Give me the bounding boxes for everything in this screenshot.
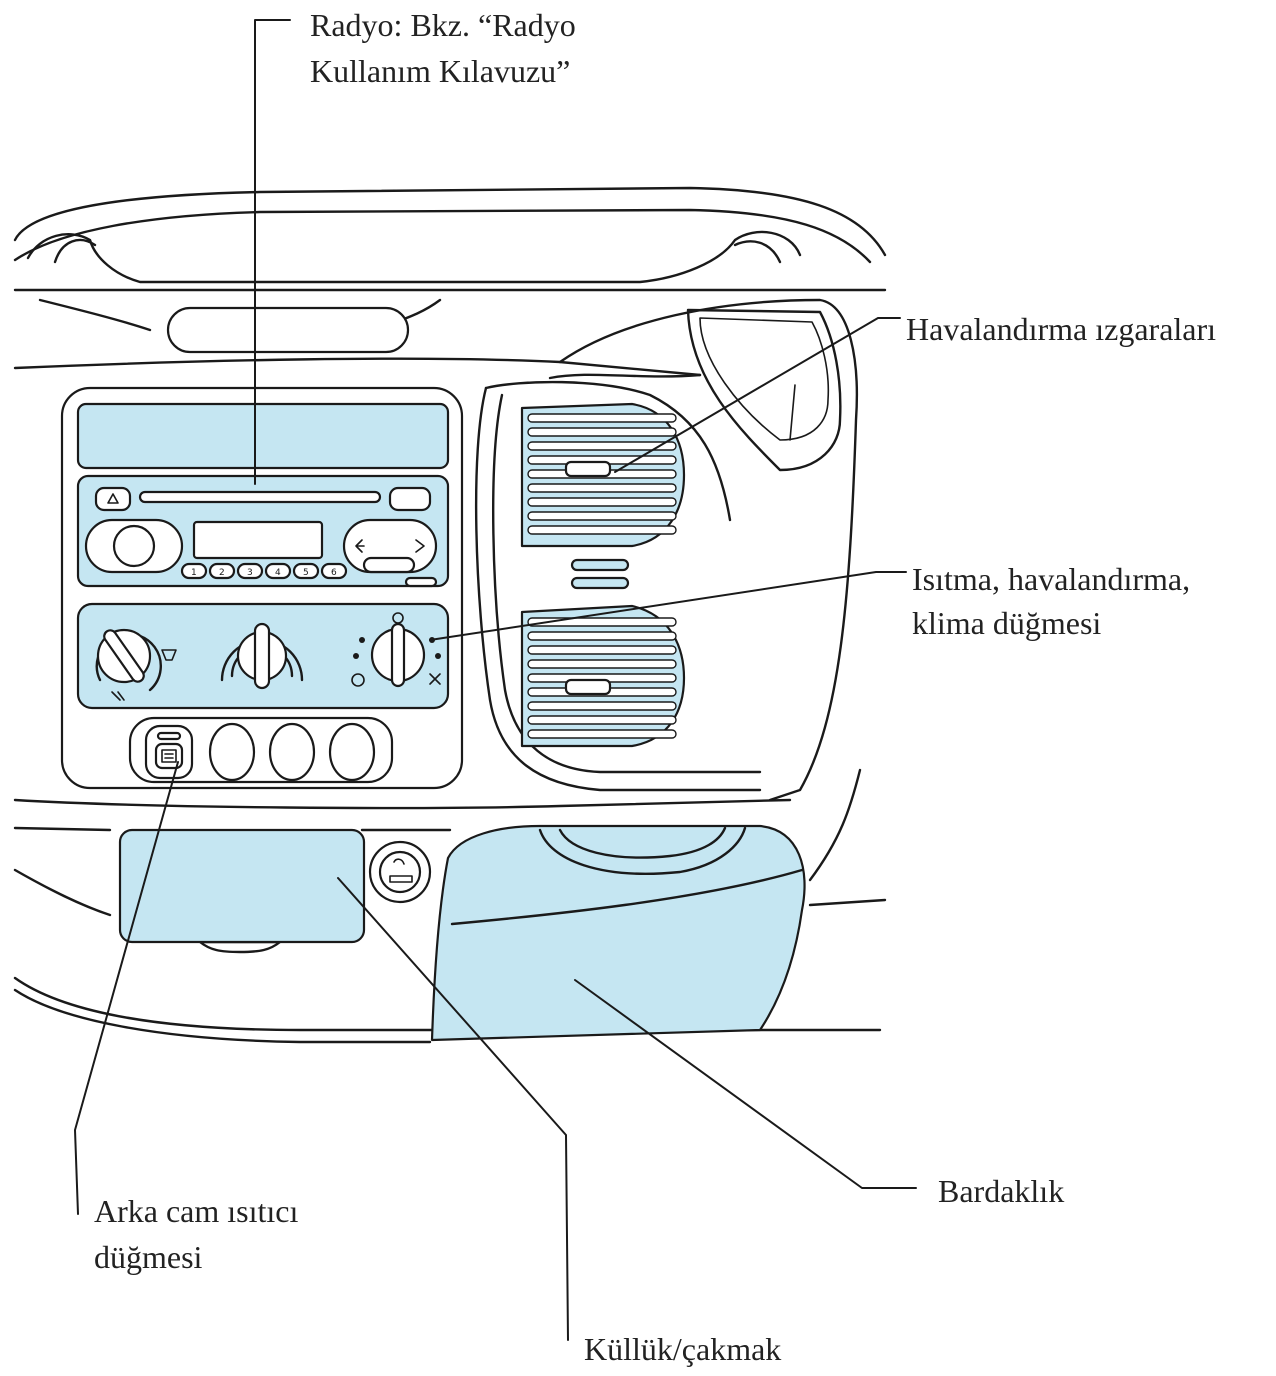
radio-display bbox=[194, 522, 322, 558]
preset-label-6: 6 bbox=[331, 568, 337, 578]
cigarette-lighter[interactable] bbox=[370, 842, 430, 902]
rear-defrost-label-line1: Arka cam ısıtıcı bbox=[94, 1193, 298, 1229]
lower-air-vent[interactable] bbox=[522, 606, 684, 746]
temp-dot-2 bbox=[353, 653, 359, 659]
preset-label-4: 4 bbox=[275, 568, 281, 578]
switch-row bbox=[130, 718, 392, 782]
preset-label-1: 1 bbox=[191, 568, 197, 578]
radio-label-line2: Kullanım Kılavuzu” bbox=[310, 53, 570, 89]
lower-vent-tab[interactable] bbox=[566, 680, 610, 694]
center-vent-slot bbox=[168, 308, 408, 352]
preset-label-3: 3 bbox=[247, 568, 253, 578]
radio-label-line1: Radyo: Bkz. “Radyo bbox=[310, 7, 576, 43]
radio-unit[interactable]: 1 2 3 4 5 6 bbox=[78, 476, 448, 586]
climate-label-line1: Isıtma, havalandırma, bbox=[912, 561, 1190, 597]
blank-switch-2[interactable] bbox=[270, 724, 314, 780]
temp-dot-4 bbox=[435, 653, 441, 659]
ashtray-label: Küllük/çakmak bbox=[584, 1331, 781, 1367]
blank-switch-3[interactable] bbox=[330, 724, 374, 780]
radio-menu-button[interactable] bbox=[364, 558, 414, 572]
cd-slot bbox=[140, 492, 380, 502]
cupholder[interactable] bbox=[432, 826, 805, 1040]
ashtray[interactable] bbox=[120, 830, 364, 942]
vents-label: Havalandırma ızgaraları bbox=[906, 311, 1216, 347]
dashboard-top bbox=[15, 188, 885, 375]
preset-label-2: 2 bbox=[219, 568, 225, 578]
upper-air-vent[interactable] bbox=[522, 404, 684, 546]
radio-right-top-button[interactable] bbox=[390, 488, 430, 510]
vent-small-slots bbox=[572, 560, 628, 588]
temp-dot-1 bbox=[359, 637, 365, 643]
climate-control-panel bbox=[78, 604, 448, 708]
upper-vent-tab[interactable] bbox=[566, 462, 610, 476]
climate-label-line2: klima düğmesi bbox=[912, 605, 1101, 641]
rear-defrost-label-line2: düğmesi bbox=[94, 1239, 203, 1275]
blank-switch-1[interactable] bbox=[210, 724, 254, 780]
radio-storage-tray bbox=[78, 404, 448, 468]
preset-label-5: 5 bbox=[303, 568, 309, 578]
volume-knob[interactable] bbox=[114, 526, 154, 566]
cupholder-label: Bardaklık bbox=[938, 1173, 1064, 1209]
radio-small-button[interactable] bbox=[406, 578, 436, 586]
eject-button[interactable] bbox=[96, 488, 130, 510]
rear-defrost-indicator bbox=[158, 733, 180, 739]
